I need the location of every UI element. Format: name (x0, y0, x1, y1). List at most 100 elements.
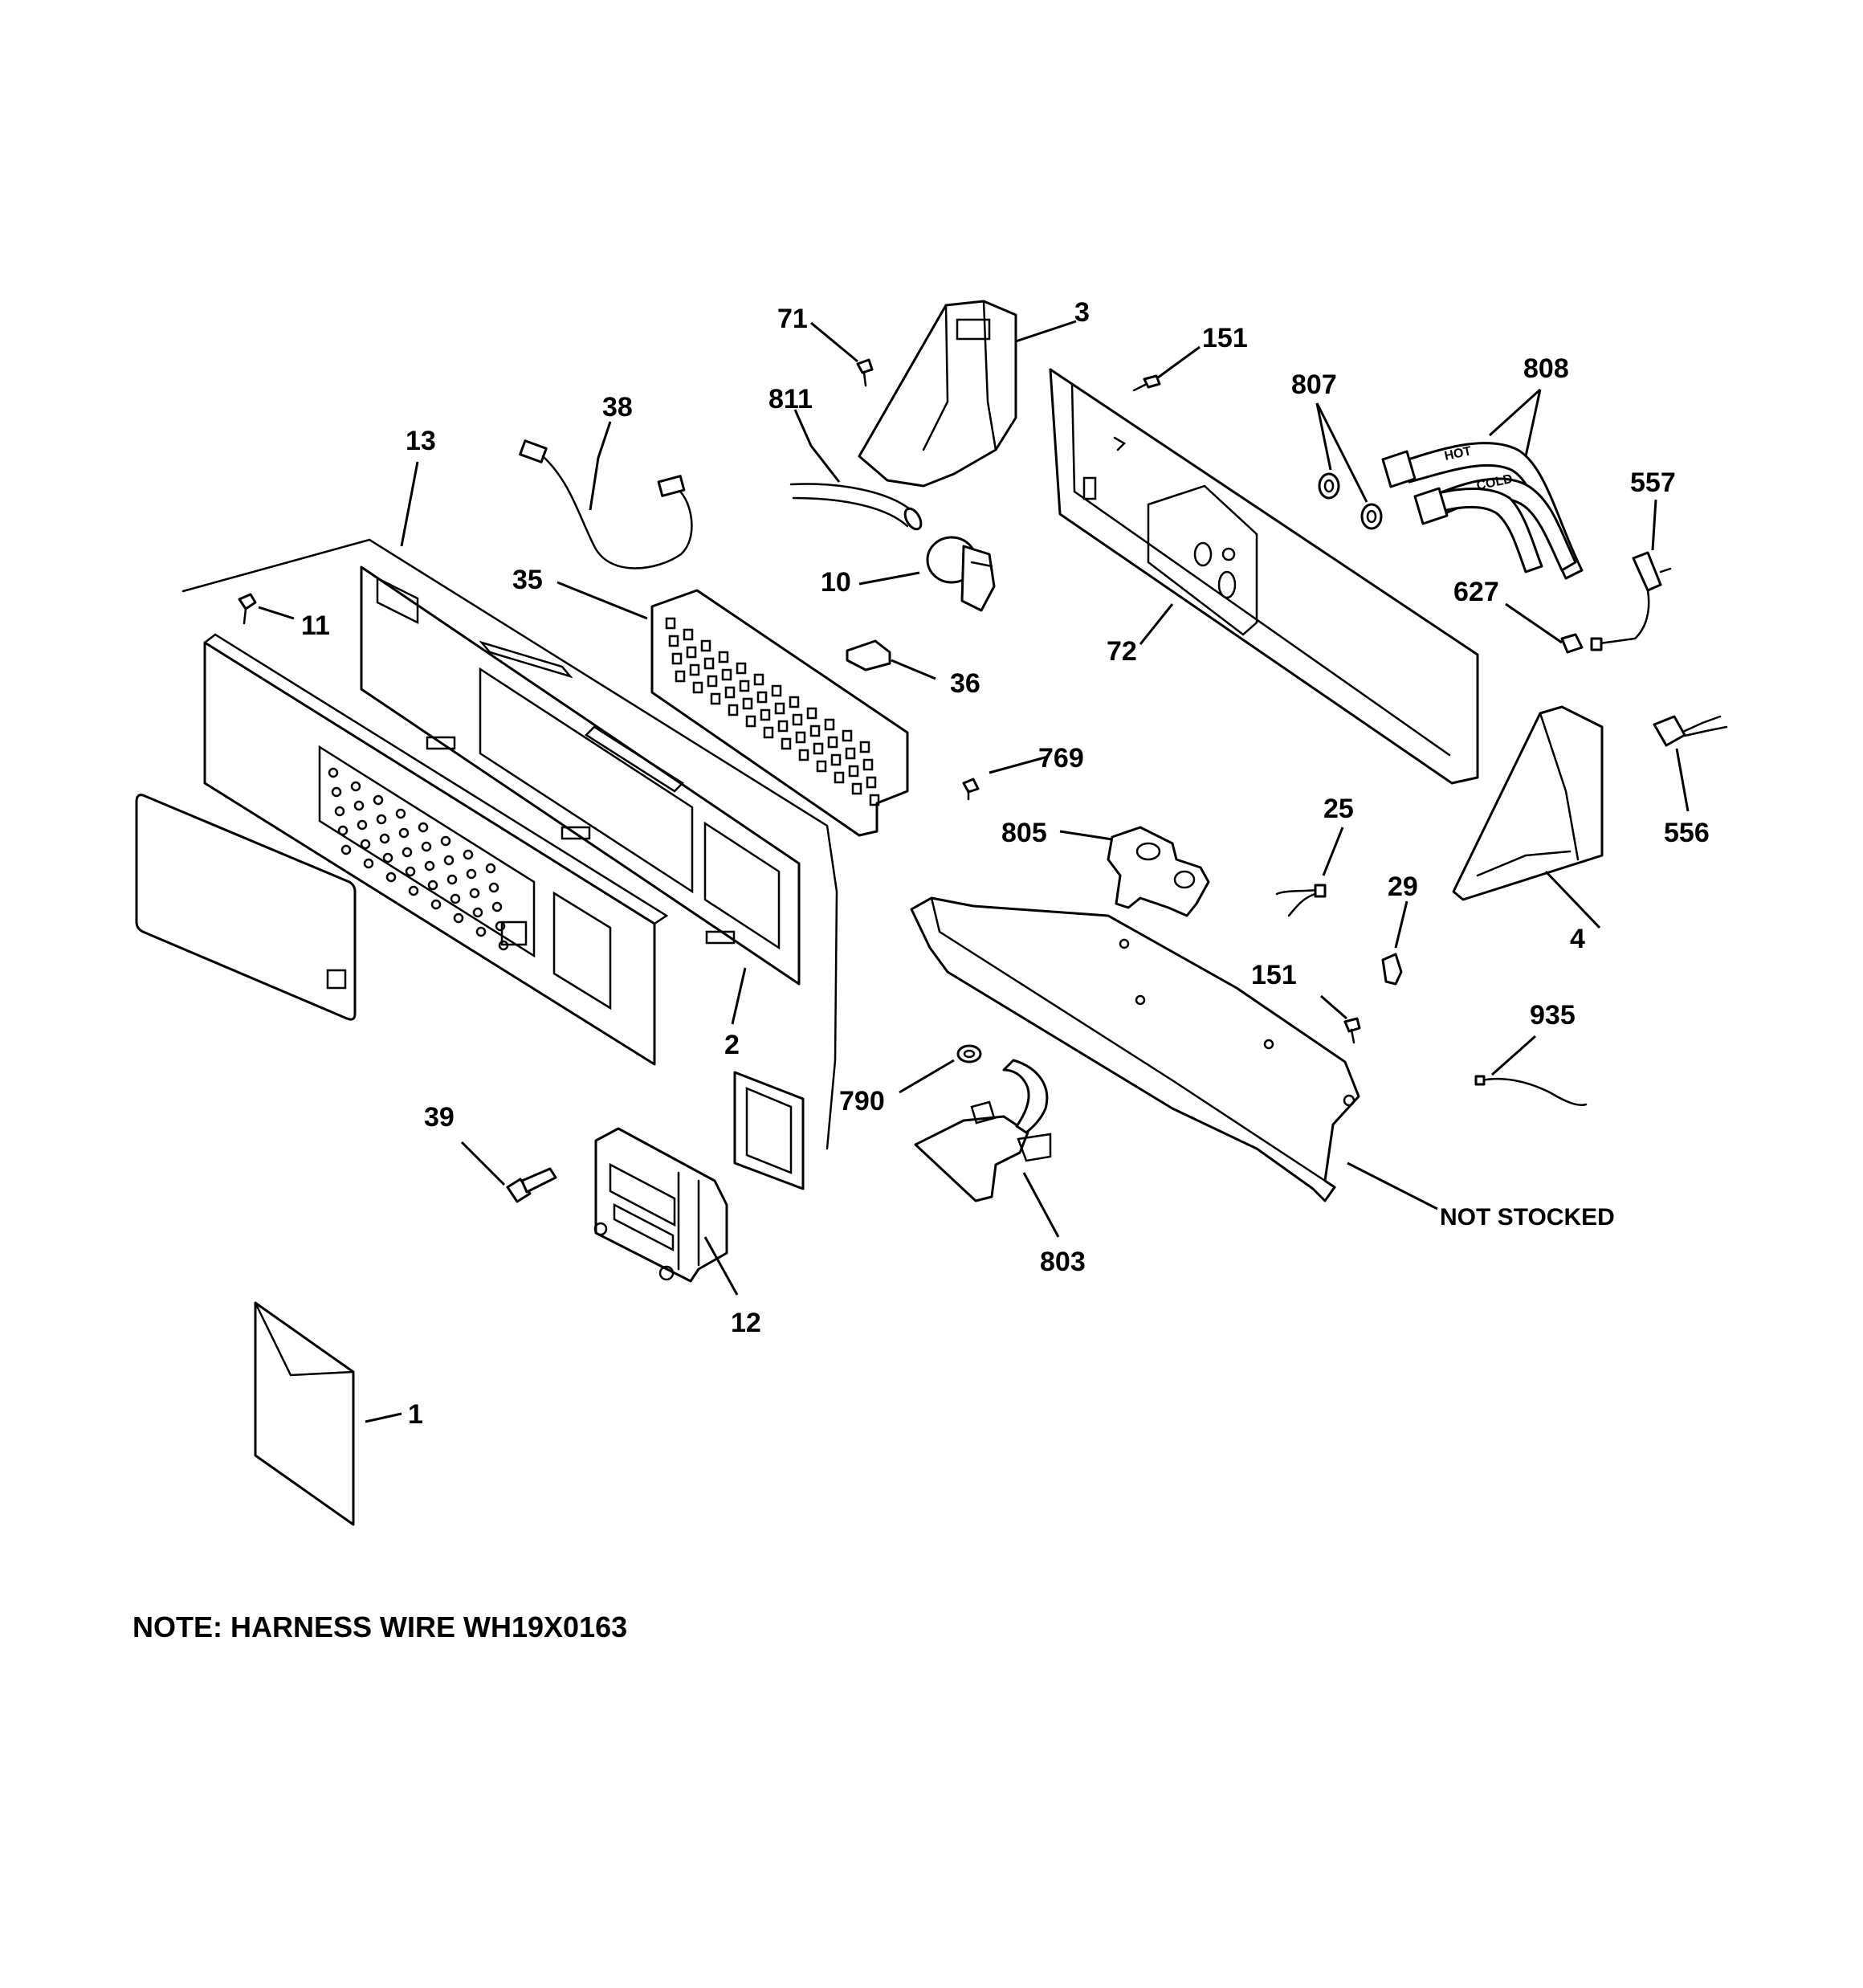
callout-805: 805 (1001, 818, 1047, 848)
part-790-clamp (956, 1044, 982, 1063)
panel-button-dot (427, 880, 438, 891)
callout-627: 627 (1453, 577, 1499, 607)
bracket-slot (869, 794, 880, 806)
part-13-console-outline (181, 538, 838, 1150)
part-71-screw (856, 358, 874, 387)
part-1-envelope (254, 1301, 355, 1526)
part-935-wire (1474, 1075, 1588, 1106)
callout-25: 25 (1323, 794, 1354, 824)
panel-button-dot (376, 814, 387, 825)
panel-button-dot (382, 852, 393, 863)
part-557-sensor (1590, 551, 1672, 651)
part-10-pressure-switch (926, 536, 996, 612)
panel-button-dot (328, 767, 339, 778)
panel-button-dot (395, 808, 406, 819)
panel-button-dot (424, 860, 435, 872)
panel-button-dot (495, 921, 506, 932)
bracket-slot (862, 758, 874, 771)
part-803-nozzle (914, 1059, 1052, 1202)
panel-button-dot (408, 885, 419, 896)
hose-hot-label: HOT (1443, 444, 1473, 463)
part-control-panel-face (203, 633, 669, 1066)
panel-button-dot (379, 833, 390, 844)
panel-button-dot (373, 794, 384, 806)
panel-button-dot (402, 847, 413, 858)
panel-button-dot (430, 899, 442, 910)
part-4-end-cap (1452, 705, 1604, 901)
part-811-tube (789, 483, 923, 531)
bracket-slot (718, 651, 729, 663)
callout-3: 3 (1074, 297, 1090, 328)
part-3-end-cap (858, 300, 1017, 488)
panel-button-dot (443, 855, 455, 866)
bracket-slot (851, 782, 862, 795)
bracket-slot (728, 704, 739, 716)
bracket-slot (756, 691, 768, 704)
panel-button-dot (350, 781, 361, 792)
bracket-slot (848, 765, 859, 778)
bracket-slot (798, 749, 809, 761)
callout-807: 807 (1291, 369, 1337, 400)
callout-556: 556 (1664, 818, 1710, 848)
bracket-slot (842, 729, 853, 742)
panel-button-dot (340, 844, 352, 855)
bracket-slot (789, 696, 800, 708)
part-29-clip (1381, 953, 1403, 986)
part-11-screw (238, 593, 257, 625)
bracket-slot (703, 657, 715, 670)
bracket-slot (845, 747, 856, 760)
bracket-slot (792, 713, 803, 726)
callout-808: 808 (1523, 353, 1569, 384)
bracket-slot (824, 718, 835, 731)
callout-769: 769 (1038, 743, 1084, 774)
part-38-wire-harness (519, 439, 693, 569)
callout-557: 557 (1630, 467, 1676, 498)
panel-button-dot (398, 827, 410, 839)
part-39-bolt (506, 1167, 557, 1203)
bracket-slot (742, 697, 753, 710)
panel-button-dot (463, 849, 474, 860)
callout-1: 1 (408, 1399, 423, 1430)
callout-13: 13 (406, 426, 436, 456)
bracket-slot (771, 684, 782, 697)
callout-labels: 13 38 35 11 71 3 811 10 36 151 72 807 80… (301, 297, 1710, 1430)
bracket-slot (753, 673, 764, 686)
part-808-inlet-hoses (1381, 442, 1584, 580)
bracket-slot (834, 771, 845, 784)
part-25-wire (1275, 884, 1327, 917)
bracket-slot (668, 635, 679, 647)
bracket-35-slot-grid (665, 617, 880, 806)
bracket-slot (736, 662, 747, 675)
callout-72: 72 (1107, 636, 1137, 667)
bracket-slot (816, 760, 827, 773)
part-627-plug (1560, 633, 1584, 654)
panel-button-dot (498, 940, 509, 951)
callout-29: 29 (1388, 872, 1418, 902)
callout-11: 11 (301, 610, 330, 641)
callout-151-top: 151 (1202, 323, 1248, 353)
panel-button-dot (385, 872, 397, 883)
bracket-slot (774, 702, 785, 715)
panel-button-dot (337, 825, 349, 836)
bracket-slot (763, 726, 774, 739)
callout-35: 35 (512, 565, 543, 595)
bracket-slot (760, 708, 771, 721)
part-display-gasket (733, 1071, 805, 1190)
callout-12: 12 (731, 1308, 761, 1338)
callout-38: 38 (602, 392, 633, 423)
bracket-slot (710, 692, 721, 705)
callout-803: 803 (1040, 1247, 1086, 1277)
part-769-screw (962, 778, 980, 801)
bracket-slot (745, 715, 756, 728)
bracket-slot (724, 686, 736, 699)
part-not-stocked-channel (910, 896, 1360, 1202)
panel-button-dot (405, 866, 416, 877)
part-151-screw-lower (1343, 1017, 1361, 1044)
callout-151-lower: 151 (1251, 960, 1297, 990)
callout-10: 10 (821, 567, 851, 598)
bracket-slot (830, 753, 842, 766)
panel-button-dot (418, 822, 429, 833)
callout-790: 790 (839, 1086, 885, 1116)
part-12-timer-module (593, 1127, 728, 1283)
part-2-control-frame (360, 565, 801, 986)
